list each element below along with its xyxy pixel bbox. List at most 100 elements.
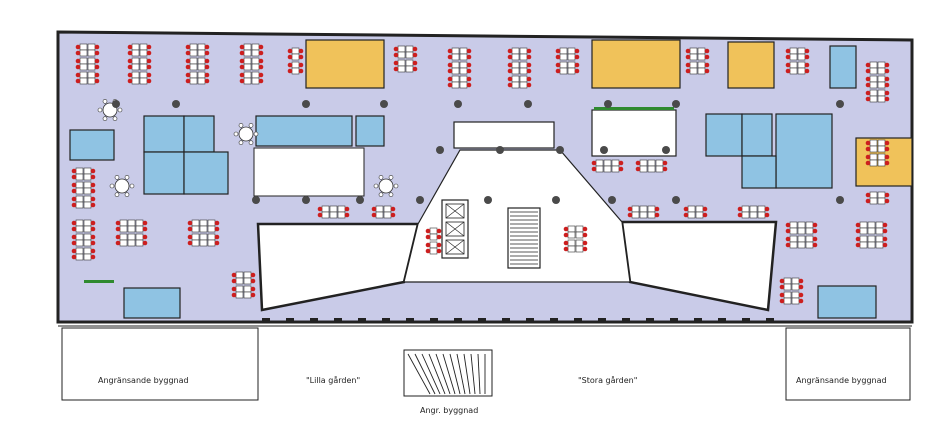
desk	[805, 235, 814, 243]
lower-area	[58, 325, 912, 401]
wall-pier	[454, 318, 462, 322]
desk	[689, 47, 698, 55]
desk	[197, 63, 206, 71]
wall-pier	[526, 318, 534, 322]
desk	[567, 67, 576, 75]
chair	[884, 90, 890, 96]
desk	[243, 285, 252, 293]
desk-cluster	[71, 219, 96, 261]
desk	[135, 239, 144, 247]
desk-cluster	[75, 43, 100, 85]
wall-pier	[334, 318, 342, 322]
chair	[298, 68, 304, 74]
desk	[519, 47, 528, 55]
desk	[655, 165, 664, 173]
kitchen-room	[253, 147, 365, 197]
chair	[94, 50, 100, 56]
chair	[114, 192, 120, 197]
desk	[595, 159, 604, 167]
column	[672, 100, 680, 108]
chair	[627, 212, 633, 218]
desk	[197, 49, 206, 57]
desk	[789, 241, 798, 249]
chair	[425, 228, 431, 234]
desk	[797, 67, 806, 75]
desk	[459, 53, 468, 61]
desk	[251, 71, 260, 79]
wall-pier	[742, 318, 750, 322]
desk	[235, 285, 244, 293]
office-room	[741, 113, 773, 157]
desk	[405, 59, 414, 67]
desk	[75, 219, 84, 227]
chair	[250, 292, 256, 298]
desk	[243, 271, 252, 279]
chair	[785, 54, 791, 60]
chair	[231, 272, 237, 278]
desk	[83, 247, 92, 255]
chair	[185, 78, 191, 84]
desk	[189, 63, 198, 71]
desk	[131, 49, 140, 57]
desk	[189, 49, 198, 57]
chair	[185, 50, 191, 56]
desk	[697, 67, 706, 75]
chair	[90, 174, 96, 180]
elevator-cross	[445, 239, 465, 255]
chair	[393, 66, 399, 72]
desk	[647, 211, 656, 219]
desk-cluster	[683, 205, 708, 219]
chair	[231, 286, 237, 292]
chair	[393, 60, 399, 66]
wall-pier	[646, 318, 654, 322]
chair	[855, 236, 861, 242]
desk	[877, 191, 886, 199]
chair	[90, 248, 96, 254]
chair	[884, 160, 890, 166]
desk	[519, 81, 528, 89]
chair	[526, 54, 532, 60]
desk	[749, 211, 758, 219]
chair	[71, 220, 77, 226]
meeting-room	[305, 39, 385, 89]
chair	[804, 48, 810, 54]
chair	[94, 78, 100, 84]
stair-line	[477, 353, 481, 395]
desk	[631, 211, 640, 219]
desk	[135, 225, 144, 233]
desk	[119, 233, 128, 241]
chair	[764, 212, 770, 218]
chair	[239, 50, 245, 56]
chair	[185, 64, 191, 70]
desk-cluster	[185, 43, 210, 85]
chair	[526, 76, 532, 82]
chair	[812, 242, 818, 248]
desk	[697, 53, 706, 61]
chair	[855, 242, 861, 248]
chair	[436, 242, 442, 248]
desk	[867, 235, 876, 243]
desk	[135, 233, 144, 241]
desk	[207, 233, 216, 241]
chair	[94, 64, 100, 70]
chair	[507, 48, 513, 54]
stair-room	[453, 121, 555, 149]
chair	[804, 62, 810, 68]
office-room	[123, 287, 181, 319]
chair	[248, 123, 254, 128]
table-top	[114, 178, 130, 194]
desk	[243, 63, 252, 71]
desk	[567, 231, 576, 239]
stair-line	[470, 353, 476, 395]
chair	[412, 60, 418, 66]
desk	[83, 219, 92, 227]
desk	[397, 65, 406, 73]
column	[496, 146, 504, 154]
chair	[555, 54, 561, 60]
chair	[231, 278, 237, 284]
desk	[87, 77, 96, 85]
round-table	[109, 175, 135, 197]
chair	[865, 76, 871, 82]
chair	[146, 64, 152, 70]
desk	[397, 59, 406, 67]
